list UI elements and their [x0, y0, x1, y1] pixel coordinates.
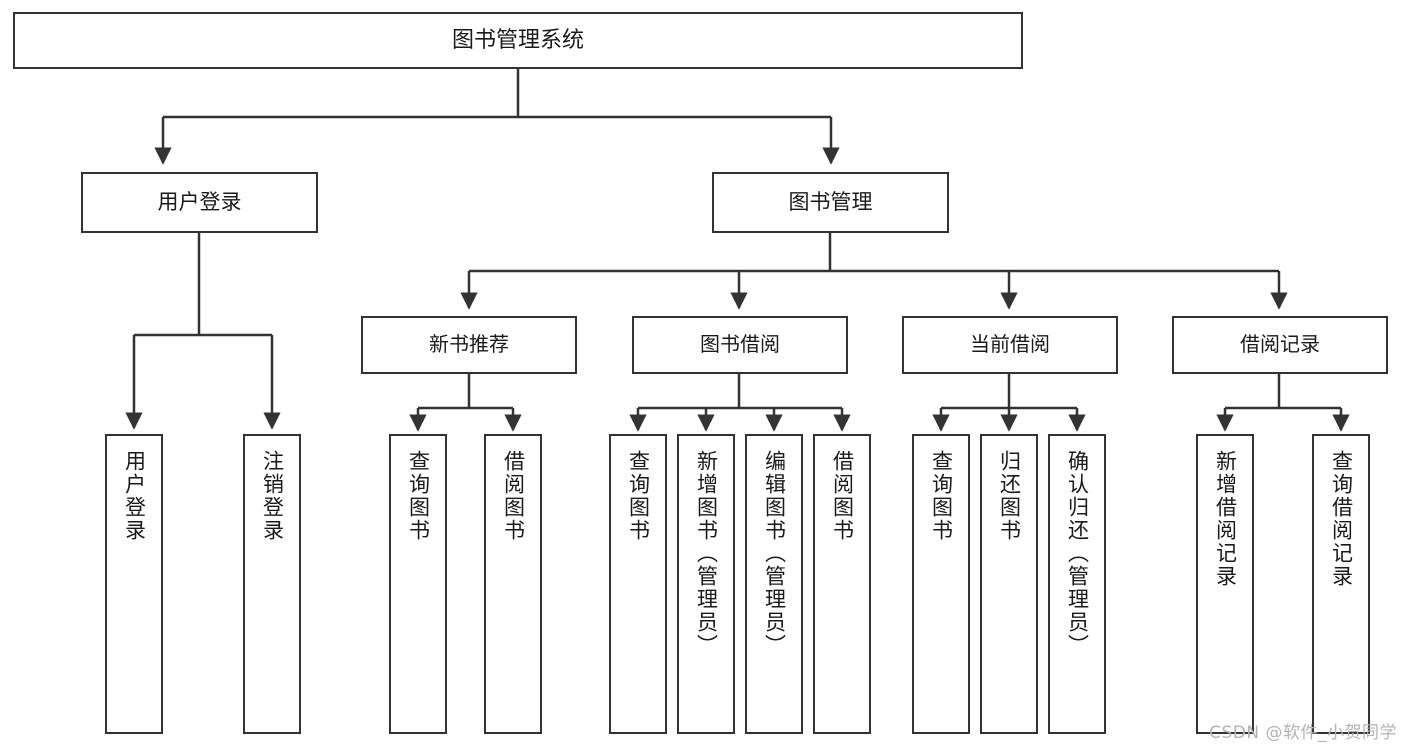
node-leaf-logout-login[interactable]: 注销登录: [243, 434, 301, 734]
node-label: 查询图书: [626, 450, 651, 542]
node-label: 编辑图书（管理员）: [762, 450, 787, 657]
node-leaf-query-book-current[interactable]: 查询图书: [912, 434, 970, 734]
node-root-book-management-system[interactable]: 图书管理系统: [13, 12, 1023, 69]
node-label: 借阅图书: [830, 450, 855, 542]
node-label: 当前借阅: [970, 332, 1050, 357]
node-leaf-confirm-return[interactable]: 确认归还（管理员）: [1048, 434, 1106, 734]
node-label: 查询图书: [929, 450, 954, 542]
node-label: 确认归还（管理员）: [1065, 450, 1090, 657]
node-label: 查询图书: [406, 450, 431, 542]
node-leaf-return-book[interactable]: 归还图书: [980, 434, 1038, 734]
node-current-borrow[interactable]: 当前借阅: [902, 316, 1118, 374]
watermark: CSDN @软件_小贺同学: [1209, 723, 1397, 743]
node-label: 图书管理: [788, 190, 873, 215]
node-book-borrow[interactable]: 图书借阅: [632, 316, 848, 374]
node-borrow-record[interactable]: 借阅记录: [1172, 316, 1388, 374]
node-leaf-borrow-book-recommend[interactable]: 借阅图书: [484, 434, 542, 734]
node-new-book-recommend[interactable]: 新书推荐: [361, 316, 577, 374]
node-label: 新书推荐: [429, 332, 509, 357]
node-leaf-edit-book[interactable]: 编辑图书（管理员）: [745, 434, 803, 734]
node-leaf-borrow-book[interactable]: 借阅图书: [813, 434, 871, 734]
node-label: 借阅图书: [501, 450, 526, 542]
node-leaf-add-borrow-record[interactable]: 新增借阅记录: [1196, 434, 1254, 734]
node-label: 新增图书（管理员）: [694, 450, 719, 657]
node-label: 图书管理系统: [451, 27, 584, 53]
node-label: 图书借阅: [700, 332, 780, 357]
node-label: 查询借阅记录: [1329, 450, 1354, 588]
node-user-login[interactable]: 用户登录: [81, 172, 318, 233]
node-leaf-user-login[interactable]: 用户登录: [105, 434, 163, 734]
node-leaf-query-book-borrow[interactable]: 查询图书: [609, 434, 667, 734]
node-leaf-query-borrow-record[interactable]: 查询借阅记录: [1312, 434, 1370, 734]
node-label: 注销登录: [260, 450, 285, 542]
node-label: 用户登录: [157, 190, 242, 215]
node-leaf-query-book-recommend[interactable]: 查询图书: [389, 434, 447, 734]
node-leaf-add-book[interactable]: 新增图书（管理员）: [677, 434, 735, 734]
node-label: 归还图书: [997, 450, 1022, 542]
node-book-management[interactable]: 图书管理: [712, 172, 949, 233]
node-label: 用户登录: [122, 450, 147, 542]
node-label: 新增借阅记录: [1213, 450, 1238, 588]
node-label: 借阅记录: [1240, 332, 1320, 357]
